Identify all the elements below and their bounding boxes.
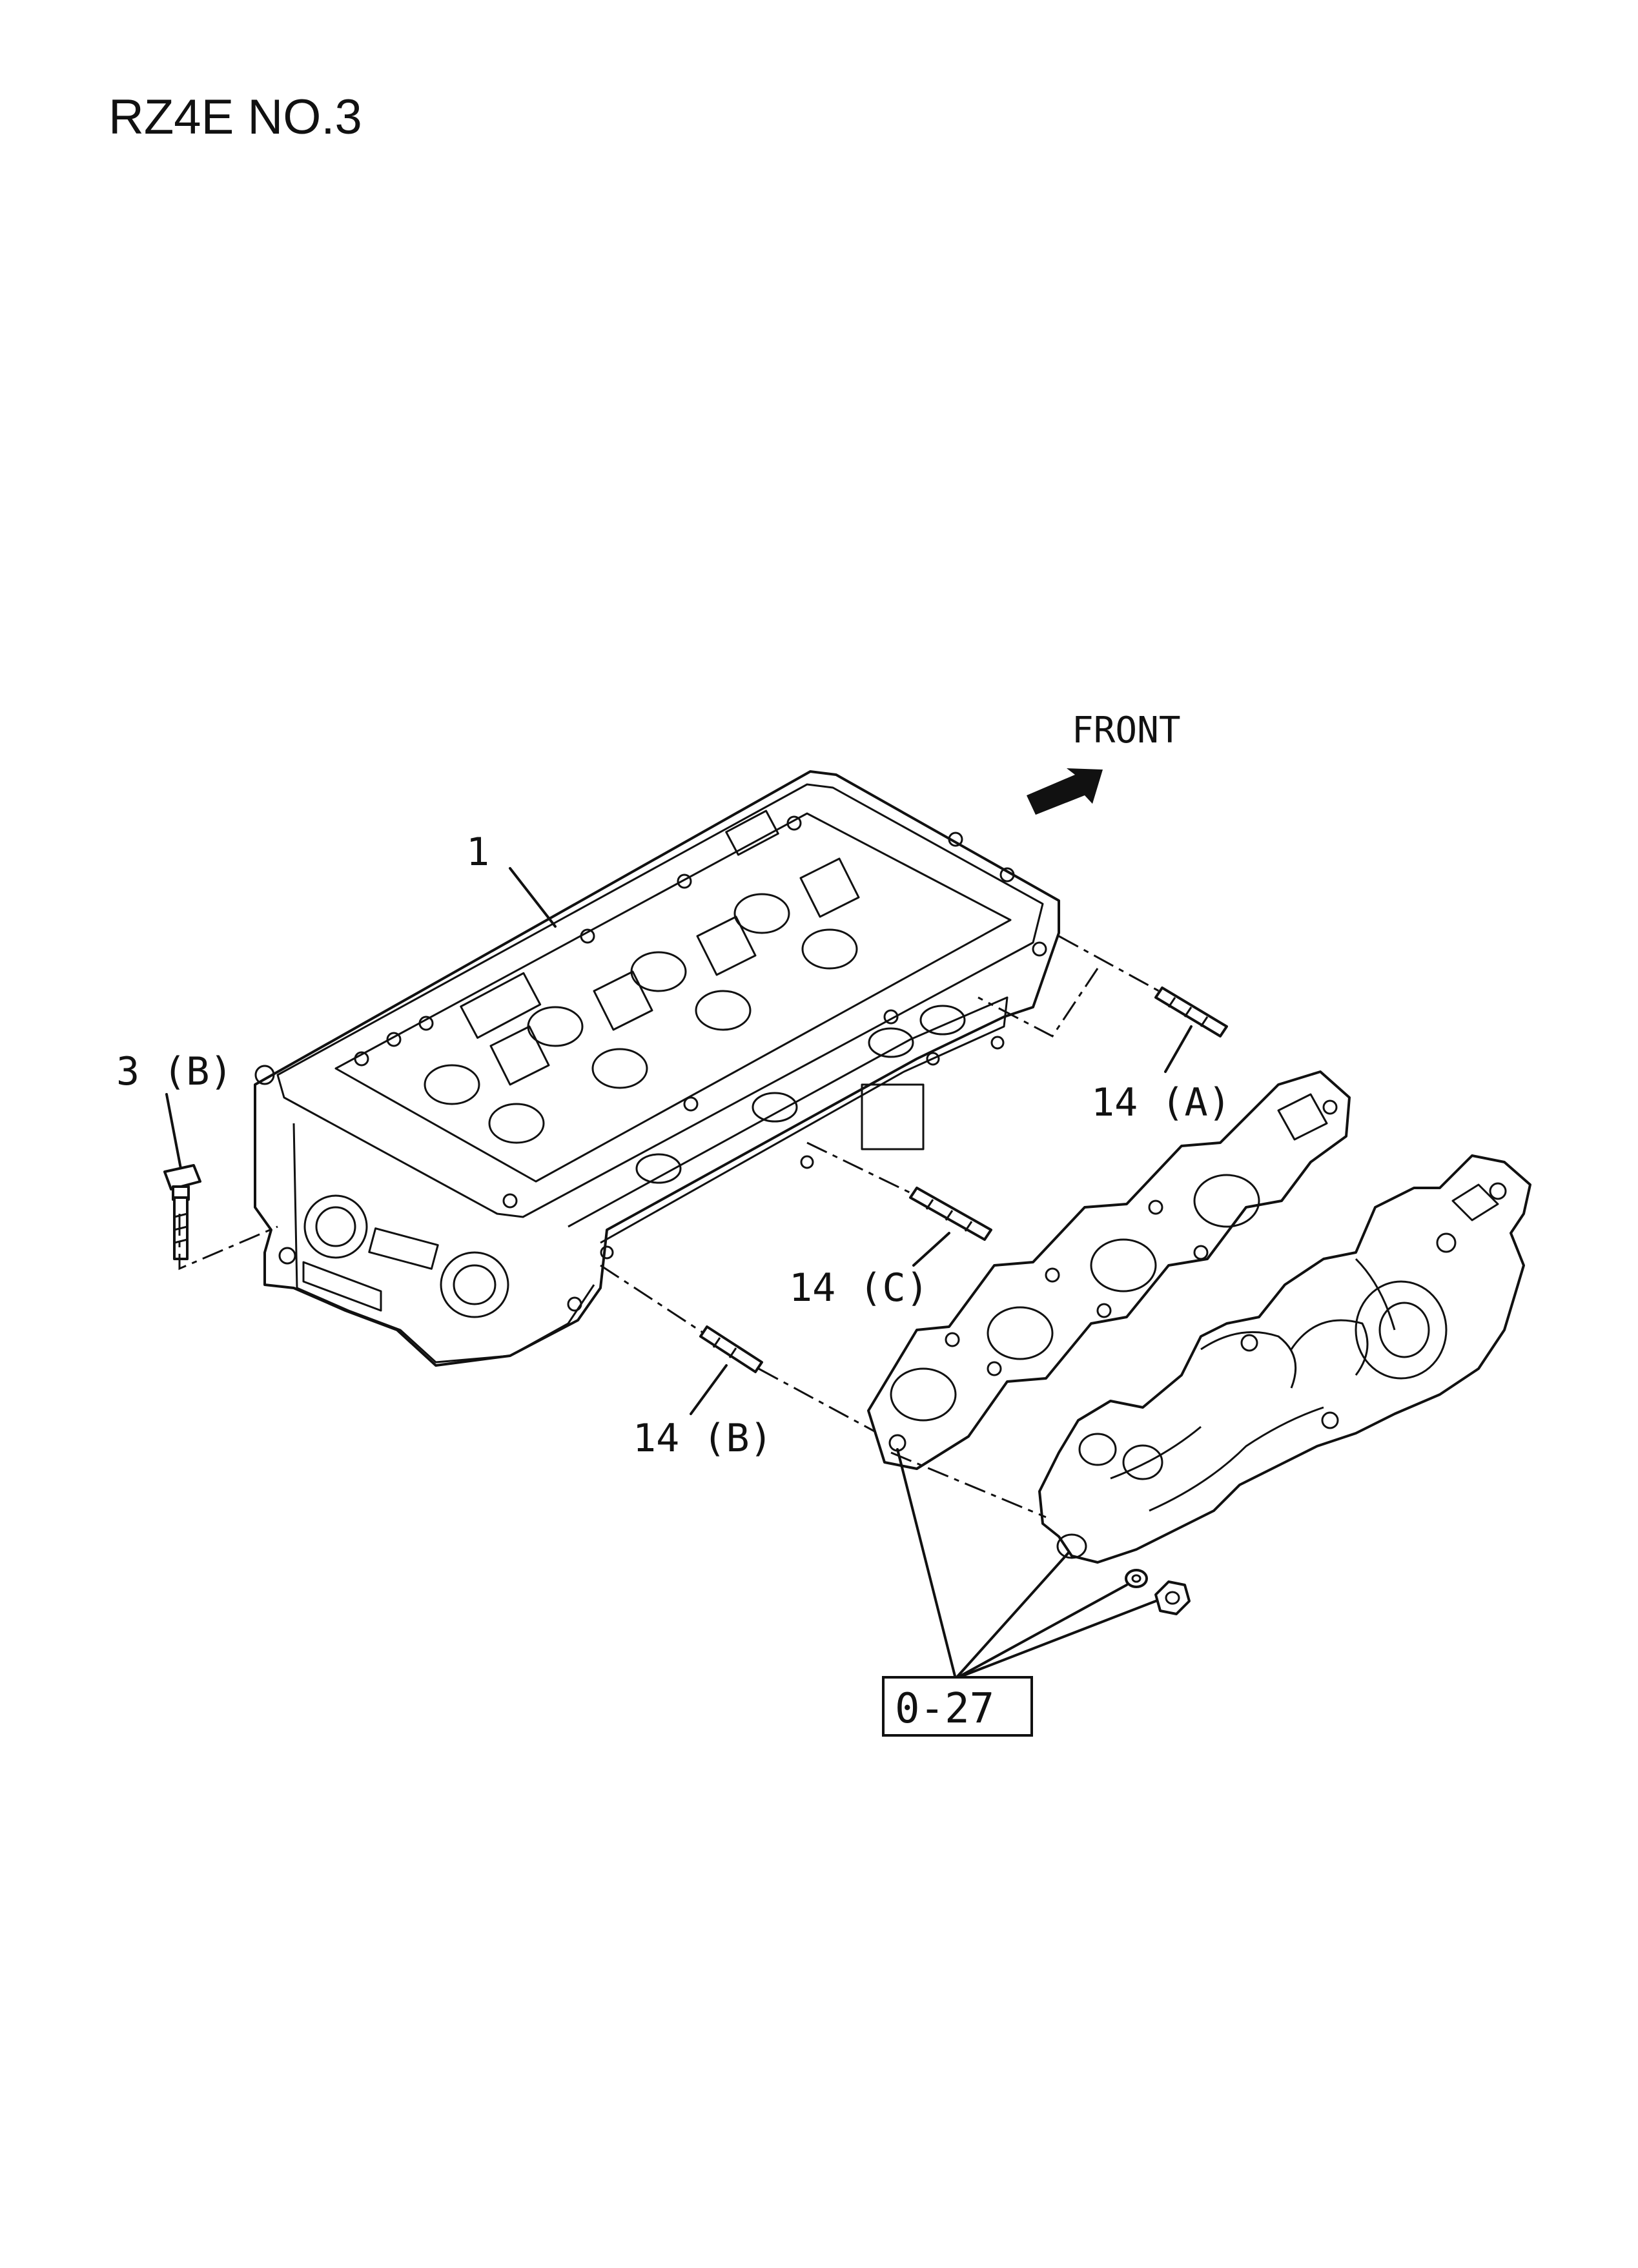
front-arrow-icon: [1027, 768, 1103, 815]
callout-14b: 14 (B): [633, 1416, 773, 1461]
reference-box: [882, 1676, 1033, 1737]
stud-14c: [909, 1187, 992, 1241]
leader-line-3b: [165, 1093, 182, 1170]
leader-line-14a: [1164, 1025, 1193, 1073]
cylinder-head: [254, 770, 1060, 1367]
reference-leaders: [896, 1448, 1157, 1680]
leader-line-14c: [912, 1232, 950, 1267]
reference-label: 0-27: [895, 1685, 994, 1733]
bolt-3b: [163, 1164, 201, 1260]
callout-3b: 3 (B): [116, 1049, 233, 1094]
stud-14a: [1154, 986, 1228, 1037]
callout-14a: 14 (A): [1091, 1080, 1231, 1125]
page-title: RZ4E NO.3: [108, 90, 362, 145]
assembly-line-14a: [1058, 935, 1160, 992]
callout-1: 1: [466, 830, 489, 875]
callout-14c: 14 (C): [789, 1265, 929, 1311]
assembly-line-14b: [600, 1264, 704, 1334]
stud-14b: [699, 1325, 763, 1373]
assembly-line-14c: [806, 1141, 914, 1196]
assembly-line-3b: [178, 1214, 278, 1271]
leader-line-1: [509, 867, 557, 928]
leader-line-14b: [690, 1364, 728, 1415]
hex-nut: [1154, 1580, 1191, 1615]
front-label: FRONT: [1072, 710, 1181, 751]
exhaust-manifold: [1038, 1154, 1531, 1564]
washer: [1125, 1569, 1148, 1588]
